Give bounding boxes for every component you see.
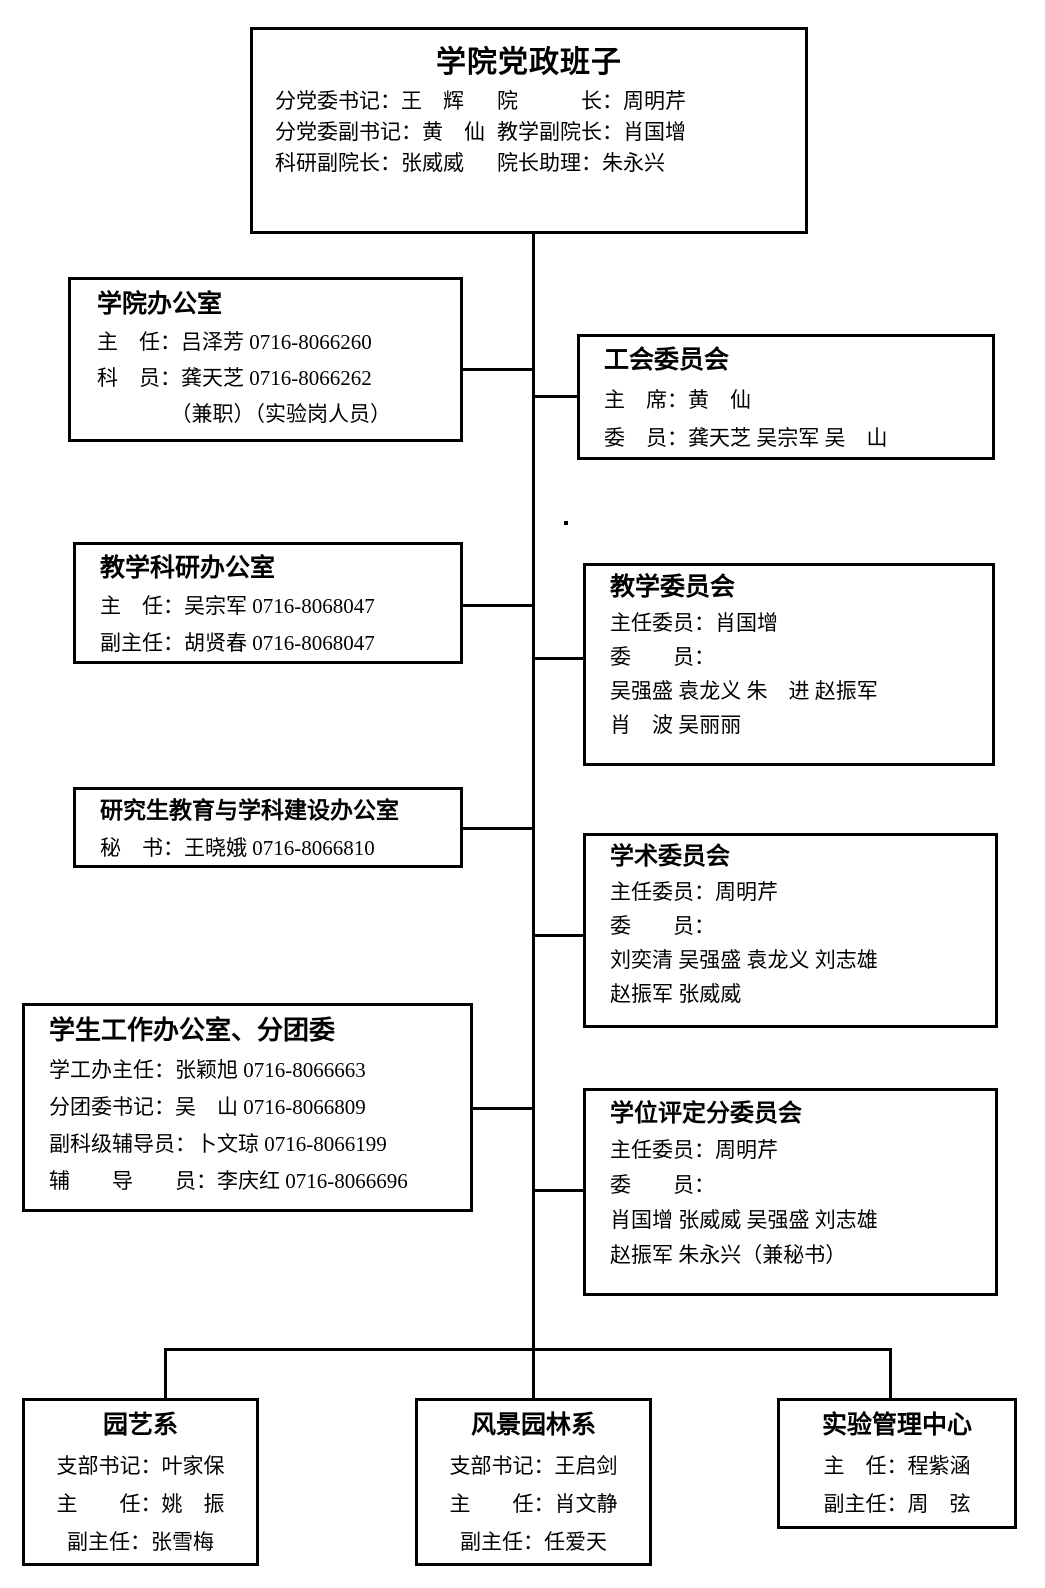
box-line: 主 任：吴宗军 0716-8068047 (100, 594, 375, 618)
box-teaching-committee[interactable]: 教学委员会 主任委员：肖国增 委 员： 吴强盛 袁龙义 朱 进 赵振军 肖 波 … (583, 563, 995, 766)
leadership-row: 科研副院长：张威威 院长助理：朱永兴 (253, 148, 805, 179)
box-title: 工会委员会 (604, 347, 730, 374)
box-degree-evaluation-subcommittee[interactable]: 学位评定分委员会 主任委员：周明芹 委 员： 肖国增 张威威 吴强盛 刘志雄 赵… (583, 1088, 998, 1296)
box-line: 副主任：周 弦 (823, 1492, 971, 1516)
trunk-vertical-line (532, 234, 535, 1350)
box-line: 赵振军 朱永兴（兼秘书） (610, 1243, 847, 1267)
box-line: 委 员：龚天芝 吴宗军 吴 山 (604, 426, 888, 450)
leadership-right: 教学副院长：肖国增 (497, 120, 686, 144)
box-line: 肖国增 张威威 吴强盛 刘志雄 (610, 1208, 878, 1232)
box-line: 支部书记：叶家保 (56, 1454, 225, 1478)
box-line: 主 任：吕泽芳 0716-8066260 (97, 330, 372, 354)
box-line: 副主任：胡贤春 0716-8068047 (100, 631, 375, 655)
connector-trunk-to-teaching-committee (532, 657, 584, 660)
connector-grad-office-to-trunk (463, 827, 533, 830)
box-department-horticulture[interactable]: 园艺系 支部书记：叶家保 主 任：姚 振 副主任：张雪梅 (22, 1398, 259, 1566)
leadership-right: 院长助理：朱永兴 (497, 151, 665, 175)
box-title: 风景园林系 (470, 1412, 596, 1439)
box-line: 副主任：张雪梅 (67, 1530, 214, 1554)
leadership-left: 分党委书记：王 辉 (275, 89, 464, 113)
box-title: 研究生教育与学科建设办公室 (100, 798, 399, 823)
box-line: 学工办主任：张颖旭 0716-8066663 (49, 1058, 366, 1082)
box-line: 主 任：肖文静 (449, 1492, 618, 1516)
box-college-party-admin-leadership[interactable]: 学院党政班子 分党委书记：王 辉 院 长：周明芹 分党委副书记：黄 仙 教学副院… (250, 27, 808, 234)
box-line: 副主任：任爱天 (460, 1530, 607, 1554)
box-line: 支部书记：王启剑 (449, 1454, 618, 1478)
box-line: 主任委员：肖国增 (610, 611, 778, 635)
stray-dot-artifact (564, 521, 568, 525)
box-line: 辅 导 员：李庆红 0716-8066696 (49, 1169, 408, 1193)
box-line: 委 员： (610, 1173, 715, 1197)
leadership-right: 院 长：周明芹 (497, 89, 686, 113)
box-line: 主 席：黄 仙 (604, 388, 751, 412)
box-graduate-education-discipline-office[interactable]: 研究生教育与学科建设办公室 秘 书：王晓娥 0716-8066810 (73, 787, 463, 868)
box-title: 学院办公室 (97, 291, 223, 318)
box-line: 科 员：龚天芝 0716-8066262 (97, 366, 372, 390)
box-line: 秘 书：王晓娥 0716-8066810 (100, 836, 375, 860)
departments-distribution-bar (164, 1348, 892, 1351)
box-title: 教学科研办公室 (100, 555, 276, 582)
connector-student-office-to-trunk (473, 1107, 533, 1110)
connector-trunk-to-union (532, 395, 580, 398)
drop-line-horticulture (164, 1348, 167, 1398)
drop-line-lab-center (889, 1348, 892, 1398)
box-title: 学生工作办公室、分团委 (49, 1016, 336, 1045)
box-experiment-management-center[interactable]: 实验管理中心 主 任：程紫涵 副主任：周 弦 (777, 1398, 1017, 1529)
box-line: 委 员： (610, 645, 715, 669)
leadership-left: 分党委副书记：黄 仙 (275, 120, 485, 144)
drop-line-landscape (532, 1348, 535, 1398)
box-line: 主 任：姚 振 (56, 1492, 225, 1516)
box-line: 赵振军 张威威 (610, 982, 742, 1006)
box-line: 吴强盛 袁龙义 朱 进 赵振军 (610, 679, 878, 703)
box-academic-committee[interactable]: 学术委员会 主任委员：周明芹 委 员： 刘奕清 吴强盛 袁龙义 刘志雄 赵振军 … (583, 833, 998, 1028)
box-line: 主任委员：周明芹 (610, 1138, 778, 1162)
leadership-row: 分党委书记：王 辉 院 长：周明芹 (253, 86, 805, 117)
box-title: 实验管理中心 (821, 1412, 972, 1439)
box-title: 学院党政班子 (436, 46, 622, 79)
box-line: 委 员： (610, 914, 715, 938)
box-college-office[interactable]: 学院办公室 主 任：吕泽芳 0716-8066260 科 员：龚天芝 0716-… (68, 277, 463, 442)
connector-trunk-to-academic-committee (532, 934, 584, 937)
box-title: 学位评定分委员会 (610, 1101, 802, 1127)
box-student-affairs-office[interactable]: 学生工作办公室、分团委 学工办主任：张颖旭 0716-8066663 分团委书记… (22, 1003, 473, 1212)
box-line: 主任委员：周明芹 (610, 880, 778, 904)
box-line: 刘奕清 吴强盛 袁龙义 刘志雄 (610, 948, 878, 972)
box-title: 学术委员会 (610, 844, 730, 870)
connector-trunk-to-degree-committee (532, 1189, 584, 1192)
leadership-row: 分党委副书记：黄 仙 教学副院长：肖国增 (253, 117, 805, 148)
box-line: 分团委书记：吴 山 0716-8066809 (49, 1095, 366, 1119)
box-line: 肖 波 吴丽丽 (610, 713, 742, 737)
leadership-left: 科研副院长：张威威 (275, 151, 464, 175)
connector-teaching-office-to-trunk (463, 604, 533, 607)
box-title: 园艺系 (102, 1412, 178, 1439)
box-teaching-research-office[interactable]: 教学科研办公室 主 任：吴宗军 0716-8068047 副主任：胡贤春 071… (73, 542, 463, 664)
box-line: 副科级辅导员：卜文琼 0716-8066199 (49, 1132, 387, 1156)
connector-office-to-trunk (463, 368, 533, 371)
box-title: 教学委员会 (610, 574, 736, 601)
box-department-landscape-architecture[interactable]: 风景园林系 支部书记：王启剑 主 任：肖文静 副主任：任爱天 (415, 1398, 652, 1566)
box-line: （兼职）（实验岗人员） (97, 402, 391, 426)
box-labor-union-committee[interactable]: 工会委员会 主 席：黄 仙 委 员：龚天芝 吴宗军 吴 山 (577, 334, 995, 460)
box-line: 主 任：程紫涵 (823, 1454, 971, 1478)
